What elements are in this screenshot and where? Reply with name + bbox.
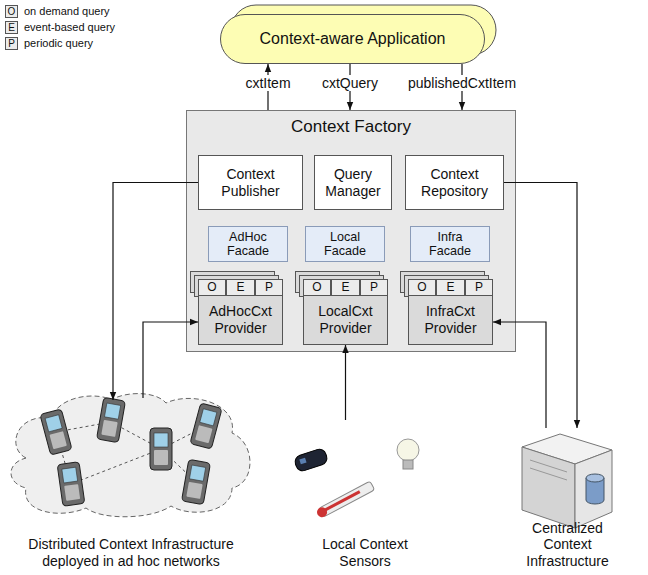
application-box: Context-aware Application <box>220 14 485 64</box>
legend-text: periodic query <box>24 37 93 49</box>
connector <box>267 64 268 110</box>
query-type-cell: O <box>198 279 226 296</box>
component-box: Context Publisher <box>198 155 303 210</box>
node-text: O <box>207 281 216 295</box>
node-text: Centralized Context Infrastructure <box>507 520 629 572</box>
node-text: AdHoc Facade <box>213 230 283 259</box>
node-text: Query Manager <box>319 166 387 200</box>
legend-sample: E <box>5 21 18 34</box>
node-text: P <box>475 281 483 295</box>
facade-box: Infra Facade <box>410 226 490 262</box>
legend-text: event-based query <box>24 21 115 33</box>
node-text: Context Publisher <box>203 166 298 200</box>
mobile-phones <box>40 397 222 506</box>
sensor-devices <box>293 439 419 519</box>
query-type-cell: P <box>465 279 493 296</box>
factory-box: Context FactoryContext Publisher Query Ma… <box>186 110 516 352</box>
query-type-cell: P <box>255 279 283 296</box>
node-text: E <box>341 281 349 295</box>
context-source: Local Context Sensors <box>290 420 440 572</box>
node-text: O <box>417 281 426 295</box>
edge-label: cxtQuery <box>320 75 380 91</box>
node-text: InfraCxt Provider <box>412 303 489 335</box>
edge-label: cxtItem <box>243 75 292 91</box>
query-type-cell: E <box>331 279 360 296</box>
component-box: Query Manager <box>314 155 392 210</box>
provider-box: InfraCxt Provider O E P <box>408 279 493 345</box>
facade-box: AdHoc Facade <box>208 226 288 262</box>
legend-row: Eevent-based query <box>5 19 115 35</box>
facade-box: Local Facade <box>305 226 385 262</box>
edge-label: publishedCxtItem <box>406 75 518 91</box>
server-computer <box>522 434 612 528</box>
legend: Oon demand queryEevent-based queryPperio… <box>5 3 115 51</box>
connector <box>504 183 577 429</box>
connector <box>143 322 198 398</box>
query-type-cell: O <box>408 279 436 296</box>
node-text: E <box>236 281 244 295</box>
provider-box: AdHocCxt Provider O E P <box>198 279 283 345</box>
query-type-cell: P <box>360 279 388 296</box>
legend-sample: O <box>5 5 18 18</box>
legend-text: on demand query <box>24 5 110 17</box>
node-text: Context Repository <box>410 166 499 200</box>
node-text: Local Context Sensors <box>309 536 421 572</box>
connector <box>461 64 462 110</box>
node-text: Context-aware Application <box>260 30 446 48</box>
provider-box: LocalCxt Provider O E P <box>303 279 388 345</box>
query-type-cell: E <box>436 279 465 296</box>
legend-row: Pperiodic query <box>5 35 115 51</box>
node-text: O <box>312 281 321 295</box>
connector <box>345 345 346 420</box>
node-text: Context Factory <box>187 111 515 137</box>
legend-row: Oon demand query <box>5 3 115 19</box>
component-box: Context Repository <box>405 155 504 210</box>
node-text: Infra Facade <box>415 230 485 259</box>
node-text: P <box>370 281 378 295</box>
node-text: AdHocCxt Provider <box>202 303 279 335</box>
query-type-cell: O <box>303 279 331 296</box>
legend-sample: P <box>5 37 18 50</box>
node-text: Local Facade <box>310 230 380 259</box>
connector <box>493 322 546 428</box>
node-text: LocalCxt Provider <box>307 303 384 335</box>
node-text: E <box>446 281 454 295</box>
node-text: P <box>265 281 273 295</box>
connector <box>113 183 198 401</box>
node-text: Distributed Context Infrastructure deplo… <box>11 536 251 572</box>
connector <box>349 64 350 110</box>
query-type-cell: E <box>226 279 255 296</box>
